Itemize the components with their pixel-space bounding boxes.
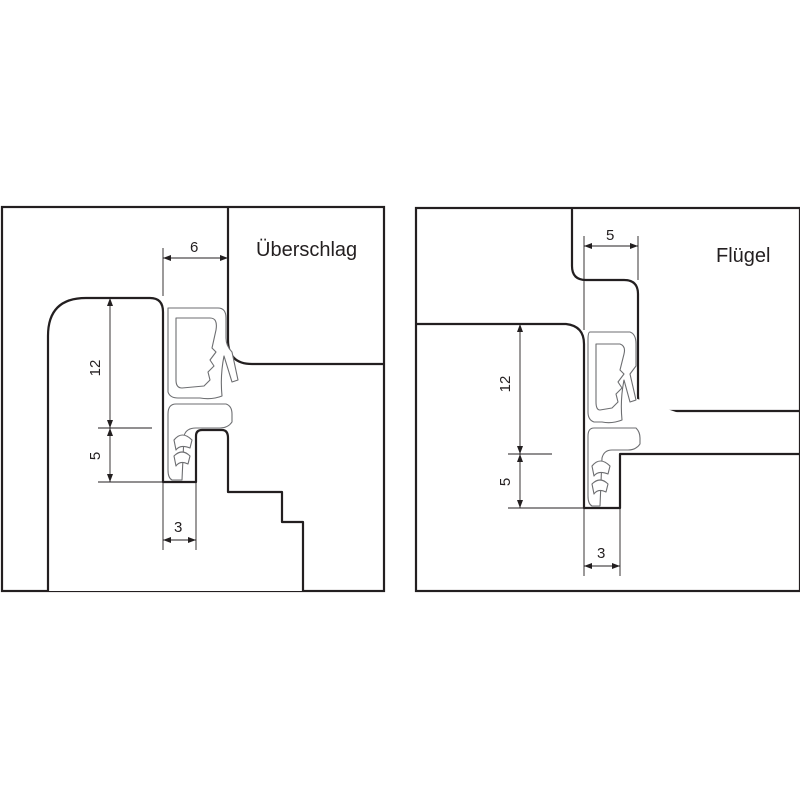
left-seal-body (167, 403, 233, 481)
left-seal-foot (173, 434, 193, 467)
right-dim-top: 5 (583, 227, 639, 330)
right-dim-top-label: 5 (606, 227, 614, 244)
right-dim-bottom: 3 (583, 508, 621, 576)
left-dim-height-large-label: 12 (87, 360, 104, 377)
right-dim-height-small: 5 (497, 454, 584, 509)
right-dim-height-large: 12 (497, 324, 523, 454)
left-dim-height-large: 12 (87, 298, 113, 428)
left-sash-profile (46, 296, 305, 591)
right-dim-height-small-label: 5 (497, 478, 514, 486)
left-dim-bottom-label: 3 (174, 519, 182, 536)
left-panel: 6 12 5 3 Überschlag (0, 205, 386, 593)
left-dim-top-label: 6 (190, 239, 198, 256)
left-frame-profile (226, 207, 384, 366)
right-panel-title: Flügel (716, 245, 770, 267)
right-dim-bottom-label: 3 (597, 545, 605, 562)
left-dim-height-small: 5 (87, 428, 163, 483)
right-dim-height-large-label: 12 (497, 376, 514, 393)
left-dim-bottom: 3 (162, 482, 197, 550)
left-seal-lip-inner (175, 317, 217, 389)
left-dim-height-small-label: 5 (87, 452, 104, 460)
right-seal-body (587, 427, 641, 507)
right-panel: 5 12 5 3 Flügel (414, 206, 800, 593)
left-panel-title: Überschlag (256, 239, 357, 261)
left-dim-top: 6 (162, 239, 228, 296)
right-seal-foot (591, 460, 611, 495)
right-seal-lip-inner (595, 343, 626, 411)
